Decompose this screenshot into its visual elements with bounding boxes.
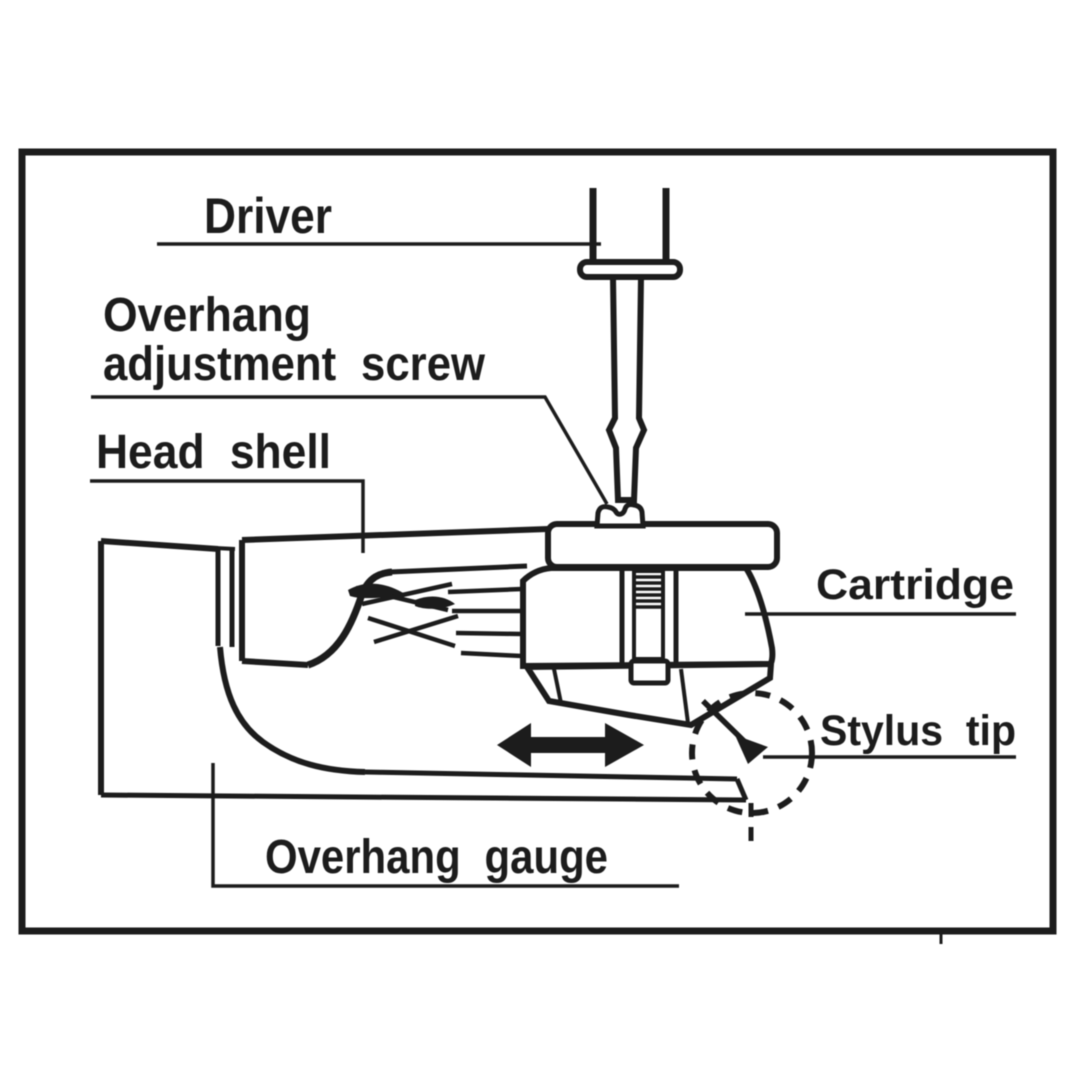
lead-wire-2 xyxy=(361,581,453,607)
headshell-top-edge xyxy=(241,526,549,543)
cartridge-facet-right xyxy=(679,668,690,724)
cartridge-facet-left xyxy=(552,668,563,704)
cartridge-drawing xyxy=(520,565,776,729)
label-head-shell: Head shell xyxy=(96,426,331,479)
adjust-direction-arrow xyxy=(497,723,644,767)
overhang-screw-leader xyxy=(91,395,609,505)
driver-shaft xyxy=(605,274,648,503)
label-overhang-screw-line1: Overhang xyxy=(103,289,311,342)
labels: Driver Overhang adjustment screw Head sh… xyxy=(96,188,1016,884)
headshell-bottom-edge xyxy=(241,658,309,668)
adjustment-screw-threads xyxy=(635,575,662,609)
lead-wire-1 xyxy=(355,585,449,613)
headshell-drawing xyxy=(214,526,549,669)
label-overhang-gauge: Overhang gauge xyxy=(265,831,608,884)
overhang-gauge-leader xyxy=(211,763,679,888)
gauge-bar-end xyxy=(734,778,749,801)
diagram-frame xyxy=(18,148,1057,944)
adjustment-screw-foot xyxy=(628,658,671,686)
overhang-gauge-drawing xyxy=(98,538,749,803)
gauge-bar-top xyxy=(364,769,738,782)
head-shell-leader xyxy=(90,479,365,553)
stylus-highlight-dashed-circle xyxy=(689,690,815,816)
screw-head-bump xyxy=(594,502,646,529)
stylus-tip-point xyxy=(735,735,768,764)
lead-wire-4 xyxy=(373,613,459,645)
adjustment-screw-shank xyxy=(632,569,665,661)
label-stylus-tip: Stylus tip xyxy=(820,707,1016,755)
terminal-pin-4 xyxy=(460,650,523,659)
stylus-drawing xyxy=(689,690,815,841)
screwdriver-drawing xyxy=(577,188,683,503)
gauge-front-curve xyxy=(217,646,366,775)
mounting-plate-drawing xyxy=(545,502,780,570)
top-plate xyxy=(545,521,780,570)
label-cartridge: Cartridge xyxy=(816,561,1014,609)
headshell-finger-top xyxy=(389,563,528,575)
label-driver: Driver xyxy=(204,188,332,244)
gauge-top-edge xyxy=(100,538,219,552)
terminal-pin-1 xyxy=(447,586,523,595)
gauge-bottom-edge xyxy=(100,792,747,803)
leader-lines xyxy=(90,242,1016,888)
label-overhang-screw-line2: adjustment screw xyxy=(103,338,486,391)
frame-rect xyxy=(18,148,1057,935)
terminal-pin-3 xyxy=(455,630,523,637)
